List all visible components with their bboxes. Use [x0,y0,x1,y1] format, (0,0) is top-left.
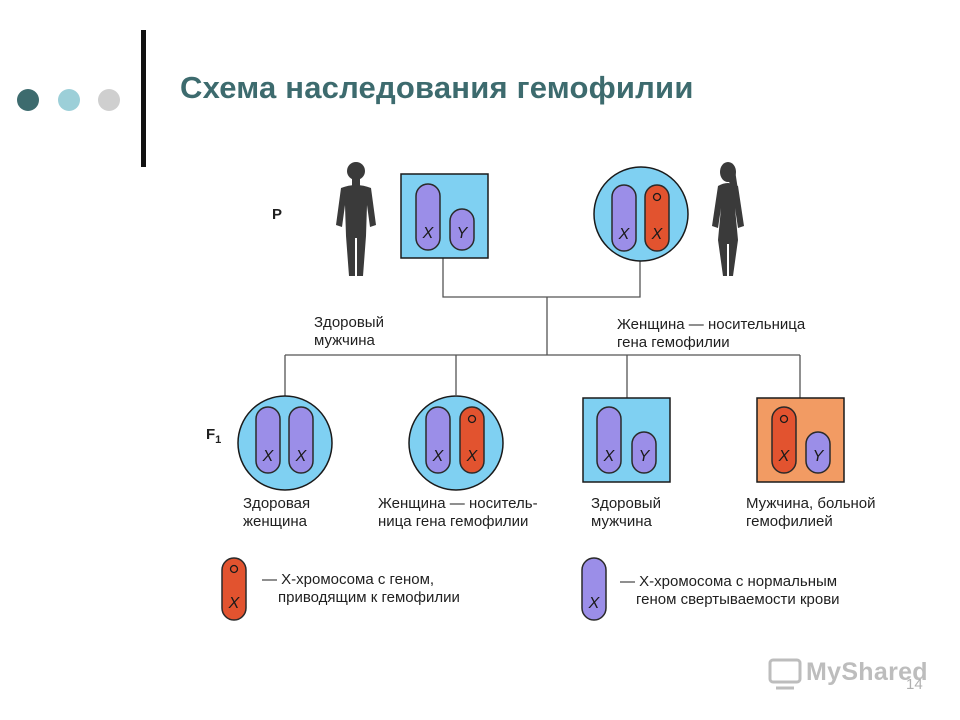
female-silhouette-icon [712,162,744,276]
child3-label-line1: Здоровый [591,495,661,512]
watermark-logo-icon [768,658,802,690]
y-chromosome [449,208,475,251]
chromosome-x-label: X [295,448,308,465]
normal-x-chromosome [288,406,314,474]
legend-hemophilia-line1: — X-хромосома с геном, [262,571,435,588]
child3-label-line2: мужчина [591,513,652,530]
child4-label: Мужчина, больной гемофилией [746,495,876,531]
child1-cell: X X [237,395,333,491]
generation-f1-letter: F [206,426,216,443]
chromosome-y-label: Y [813,448,825,465]
hemophilia-x-chromosome [771,406,797,474]
normal-x-chromosome [596,406,622,474]
watermark-text: MyShared [806,658,928,686]
mother-label-line1: Женщина — носительница [617,316,806,333]
child4-cell: X Y [756,397,845,483]
mother-label: Женщина — носительница гена гемофилии [617,316,805,352]
generation-f1-subscript: 1 [215,434,222,446]
legend-hemophilia-line2: приводящим к гемофилии [278,589,460,606]
father-label-line2: мужчина [314,332,375,349]
y-chromosome [805,431,831,474]
legend-normal-swatch: X [581,557,607,621]
legend-normal-text: — X-хромосома с нормальным геном свертыв… [620,573,840,609]
chromosome-y-label: Y [457,225,469,242]
chromosome-x-label: X [778,448,791,465]
child1-label-line2: женщина [243,513,308,530]
father-label: Здоровый мужчина [314,314,384,350]
generation-f1-label: F1 [206,426,221,446]
normal-x-chromosome [255,406,281,474]
legend-normal-line1: — X-хромосома с нормальным [620,573,838,590]
legend-hemophilia-text: — X-хромосома с геном, приводящим к гемо… [262,571,460,607]
normal-x-chromosome [415,183,441,251]
male-silhouette-icon [336,162,376,276]
legend-normal-line2: геном свертываемости крови [636,591,840,608]
decor-dot-gray [98,89,120,111]
hemophilia-x-chromosome [459,406,485,474]
pedigree-lines [284,257,801,398]
child2-label: Женщина — носитель- ница гена гемофилии [378,495,538,531]
decor-dot-light [58,89,80,111]
normal-x-chromosome [611,184,637,252]
child2-label-line2: ница гена гемофилии [378,513,529,530]
chromosome-x-label: X [618,226,631,243]
child2-label-line1: Женщина — носитель- [378,495,538,512]
chromosome-x-label: X [588,595,601,612]
decor-dot-dark [17,89,39,111]
chromosome-x-label: X [432,448,445,465]
chromosome-x-label: X [603,448,616,465]
child1-label-line1: Здоровая [243,495,311,512]
parents-connector [442,257,641,298]
child3-cell: X Y [582,397,671,483]
chromosome-x-label: X [651,226,664,243]
child2-cell: X X [408,395,504,491]
child4-label-line2: гемофилией [746,513,833,530]
chromosome-x-label: X [262,448,275,465]
y-chromosome [631,431,657,474]
father-cell: X Y [400,173,489,259]
generation-p-label: P [272,206,283,223]
chromosome-y-label: Y [639,448,651,465]
hemophilia-x-chromosome [644,184,670,252]
mother-label-line2: гена гемофилии [617,334,730,351]
child1-label: Здоровая женщина [243,495,310,531]
chromosome-x-label: X [422,225,435,242]
chromosome-x-label: X [228,595,241,612]
child4-label-line1: Мужчина, больной [746,495,876,512]
page-number: 14 [906,676,923,693]
legend-hemophilia-swatch: X [221,557,247,621]
chromosome-x-label: X [466,448,479,465]
father-label-line1: Здоровый [314,314,384,331]
child3-label: Здоровый мужчина [591,495,661,531]
slide-title: Схема наследования гемофилии [180,70,694,105]
normal-x-chromosome [425,406,451,474]
decor-vertical-bar [141,30,146,167]
mother-cell: X X [593,166,689,262]
